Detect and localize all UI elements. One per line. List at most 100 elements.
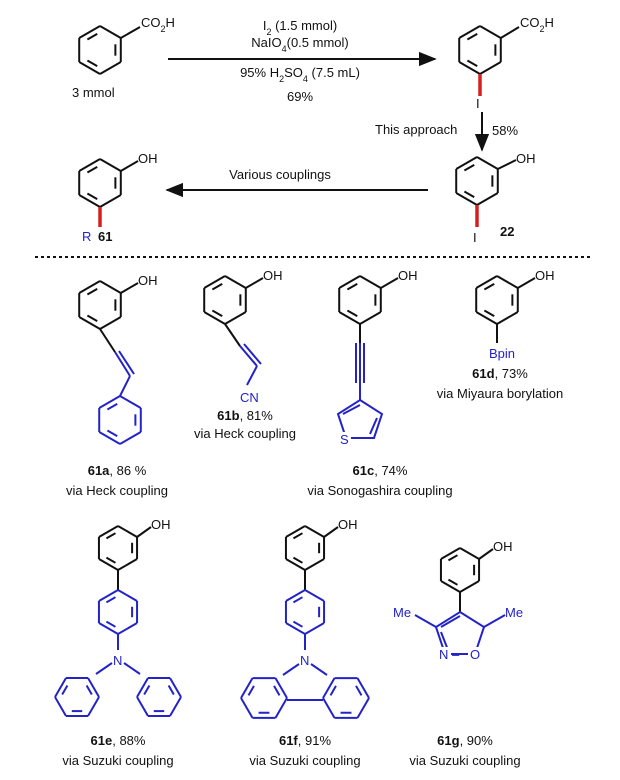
ring-bond: [304, 558, 325, 571]
ring-bond: [304, 525, 325, 538]
ring-bond: [285, 525, 306, 538]
method-61g: via Suzuki coupling: [409, 753, 520, 768]
oh-label-61c: OH: [398, 268, 418, 283]
ring-bond: [224, 311, 247, 325]
product-61b-phenol-ring: [203, 275, 247, 325]
compound-61: [78, 158, 122, 208]
ring-double-bond: [447, 554, 458, 562]
cooh-label-2: CO2H: [520, 15, 554, 34]
vinyl-bond-61a-4: [119, 375, 131, 397]
reagent-naio4: NaIO4(0.5 mmol): [251, 35, 348, 54]
ring-bond: [99, 280, 122, 294]
ring-bond: [119, 395, 142, 409]
bond-oh-22: [497, 159, 517, 170]
carbazole-n-right-61f: [310, 663, 328, 676]
ring-bond: [117, 525, 138, 538]
ring-double-bond: [85, 684, 93, 695]
ring-bond: [136, 677, 149, 698]
ring-double-bond: [292, 596, 303, 604]
ring-bond: [78, 280, 101, 294]
ring-bond: [285, 622, 306, 635]
s-label-61c: S: [340, 432, 349, 447]
oh-label-61a: OH: [138, 273, 158, 288]
ring-double-bond: [167, 684, 175, 695]
product-61e-middle-ring: [97, 589, 139, 635]
ring-double-bond: [483, 282, 495, 291]
ring-double-bond: [143, 684, 151, 695]
ring-double-bond: [463, 190, 475, 199]
vinyl-bond-61a-3: [118, 350, 135, 375]
product-61a-phenyl-ring: [98, 395, 142, 445]
vinyl-bond-61a-1: [99, 328, 116, 353]
ring-bond: [87, 696, 100, 717]
ring-bond: [98, 622, 119, 635]
iodo-label-22: I: [473, 230, 477, 245]
ring-bond: [479, 25, 502, 39]
ring-bond: [78, 61, 101, 75]
s-mask-61c: [339, 432, 351, 446]
iodo-label: I: [476, 96, 480, 111]
solvent-h2so4: 95% H2SO4 (7.5 mL): [240, 65, 360, 84]
yield-iodination: 69%: [287, 89, 313, 104]
bond-oh-61b: [245, 277, 264, 289]
caption-61d: 61d, 73%: [472, 366, 528, 381]
ring-bond: [99, 61, 122, 75]
ring-bond: [338, 275, 361, 289]
ring-bond: [455, 192, 478, 206]
bond-oh-61e: [136, 526, 152, 538]
ring-bond: [496, 311, 519, 325]
reagent-iodine: I2 (1.5 mmol): [263, 18, 337, 37]
ring-bond: [496, 275, 519, 289]
ring-bond: [119, 431, 142, 445]
methyl-bond-right: [483, 614, 506, 628]
ring-bond: [356, 697, 370, 719]
ring-bond: [459, 547, 480, 560]
bond-cooh-2: [500, 26, 520, 39]
thiophene-ring-61c: [336, 398, 384, 439]
ring-bond: [169, 696, 182, 717]
method-61f: via Suzuki coupling: [249, 753, 360, 768]
ring-bond: [136, 696, 149, 717]
n-label-61g: N: [439, 647, 448, 662]
ring-bond: [98, 558, 119, 571]
methyl-bond-left: [414, 614, 437, 628]
ring-bond: [274, 677, 288, 699]
product-61f-middle-ring: [284, 589, 326, 635]
ring-bond: [359, 311, 382, 325]
ring-bond: [99, 316, 122, 330]
product-61a-phenol-ring: [78, 280, 122, 330]
ring-double-bond: [105, 532, 116, 540]
oh-label-61f: OH: [338, 517, 358, 532]
ring-double-bond: [106, 429, 118, 438]
oh-label-61g: OH: [493, 539, 513, 554]
ring-bond: [78, 158, 101, 172]
ring-double-bond: [346, 282, 358, 291]
bond-oh-61: [120, 160, 139, 172]
ring-bond: [54, 677, 67, 698]
thiophene-double-1: [369, 417, 378, 435]
ring-bond: [458, 25, 481, 39]
ring-double-bond: [105, 596, 116, 604]
ring-double-bond: [466, 32, 478, 41]
oh-label-61b: OH: [263, 268, 283, 283]
ring-bond: [285, 558, 306, 571]
cooh-label: CO2H: [141, 15, 175, 34]
ring-double-bond: [273, 685, 281, 696]
ring-double-bond: [106, 402, 118, 411]
ring-bond: [476, 192, 499, 206]
ring-double-bond: [61, 684, 69, 695]
oh-label-22: OH: [516, 151, 536, 166]
ring-bond: [475, 275, 498, 289]
ring-double-bond: [86, 287, 98, 296]
n-mask-61g: [437, 647, 451, 661]
ring-bond: [78, 316, 101, 330]
ring-bond: [440, 580, 461, 593]
ring-bond: [304, 589, 325, 602]
ring-double-bond: [329, 685, 337, 696]
product-61f-phenol-ring: [284, 525, 326, 571]
bond-oh-61c: [380, 277, 399, 289]
caption-61b: 61b, 81%: [217, 408, 273, 423]
ring-bond: [117, 558, 138, 571]
ring-bond: [99, 25, 122, 39]
